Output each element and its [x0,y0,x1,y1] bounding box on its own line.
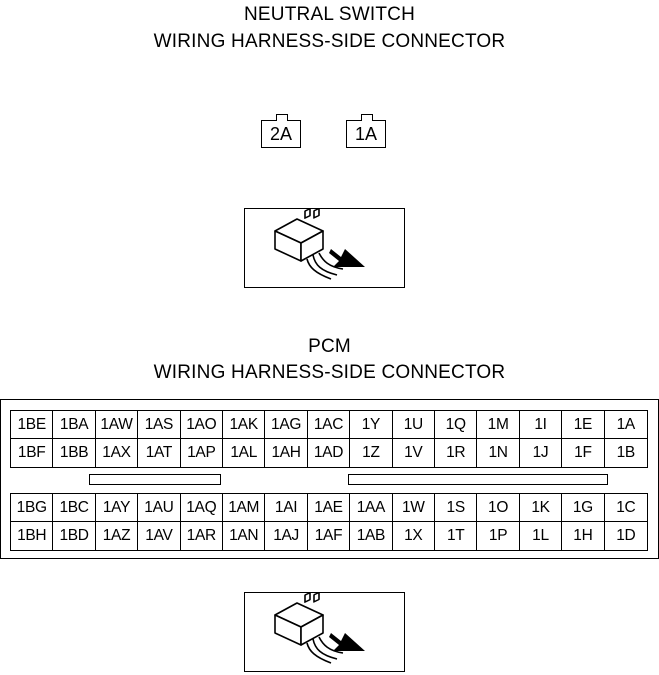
pcm-terminal: 1BA [53,411,96,439]
pcm-terminal: 1BH [11,522,54,550]
pcm-terminal: 1Y [350,411,393,439]
pcm-terminal: 1AO [180,411,223,439]
pcm-terminal: 1N [477,439,520,467]
pcm-terminal: 1AY [95,494,139,522]
pcm-terminal: 1AW [95,411,139,439]
pcm-terminal: 1AR [181,522,223,550]
pcm-terminal: 1K [519,494,563,522]
pcm-terminal: 1AV [138,522,181,550]
pcm-terminal: 1AD [308,439,351,467]
neutral-terminal-1a: 1A [346,114,386,148]
terminal-label: 1A [354,124,378,144]
pcm-terminal: 1AP [181,439,223,467]
connector-slot-left [89,474,221,485]
pcm-terminal: 1AI [265,494,308,522]
pcm-terminal: 1AL [223,439,266,467]
pcm-terminal: 1Z [350,439,393,467]
pcm-terminal: 1BB [53,439,96,467]
pcm-terminal: 1J [520,439,563,467]
pcm-terminal: 1W [392,494,435,522]
pcm-terminal: 1O [477,494,520,522]
pcm-terminal: 1AS [138,411,181,439]
terminal-latch [276,114,288,121]
pcm-terminal: 1G [562,494,605,522]
pcm-terminal: 1T [435,522,478,550]
pcm-terminal: 1L [520,522,563,550]
pcm-terminal: 1D [616,527,636,544]
arrow-icon [329,633,365,651]
pcm-terminal: 1BE [11,411,54,439]
pcm-terminal: 1E [562,411,605,439]
pcm-terminal: 1AK [223,411,266,439]
pcm-terminal: 1P [477,522,520,550]
pcm-terminal: 1BC [53,494,96,522]
pcm-terminal: 1AZ [96,522,139,550]
pcm-terminal: 1AJ [265,522,308,550]
pcm-terminal: 1AN [223,522,266,550]
pcm-terminal: 1BG [11,494,54,522]
pcm-terminal: 1AM [223,494,266,522]
pcm-terminal: 1A [604,411,647,439]
pcm-terminal: 1AF [308,522,351,550]
pcm-terminal: 1AU [138,494,181,522]
pcm-terminal: 1M [477,411,520,439]
pcm-terminal: 1C [604,494,647,522]
pcm-terminal: 1I [519,411,563,439]
pcm-terminal: 1AE [307,494,351,522]
terminal-label: 2A [269,124,293,144]
pcm-terminal: 1AG [265,411,308,439]
pcm-terminal: 1R [435,439,478,467]
connector-view-box [244,591,405,672]
pcm-terminal: 1U [392,411,435,439]
pcm-title: PCM [308,336,351,357]
pcm-terminal: 1AT [138,439,181,467]
pcm-terminal: 1AB [350,522,393,550]
pcm-terminal: 1AH [265,439,308,467]
neutral-switch-subtitle: WIRING HARNESS-SIDE CONNECTOR [153,31,506,52]
connector-slot-right [348,474,608,485]
terminal-latch [361,114,373,121]
connector-view-icon [274,591,365,664]
pcm-terminal: 1BF [11,439,54,467]
pcm-terminal: 1S [435,494,478,522]
pcm-terminal: 1AA [350,494,393,522]
connector-view-box [244,207,405,288]
neutral-terminal-2a: 2A [261,114,301,148]
pcm-subtitle: WIRING HARNESS-SIDE CONNECTOR [153,362,506,383]
pcm-terminal: 1AX [96,439,139,467]
pcm-terminal: 1X [393,522,435,550]
pcm-terminal: 1B [616,444,636,461]
pcm-terminal: 1H [562,522,605,550]
pcm-terminal: 1V [393,439,435,467]
pcm-terminal: 1F [562,439,605,467]
connector-view-icon [274,207,365,280]
pcm-terminal: 1Q [435,411,478,439]
pcm-terminal: 1BD [53,522,96,550]
arrow-icon [329,249,365,267]
pcm-terminal: 1AQ [180,494,223,522]
neutral-switch-title: NEUTRAL SWITCH [244,4,415,25]
pcm-terminal: 1AC [307,411,351,439]
